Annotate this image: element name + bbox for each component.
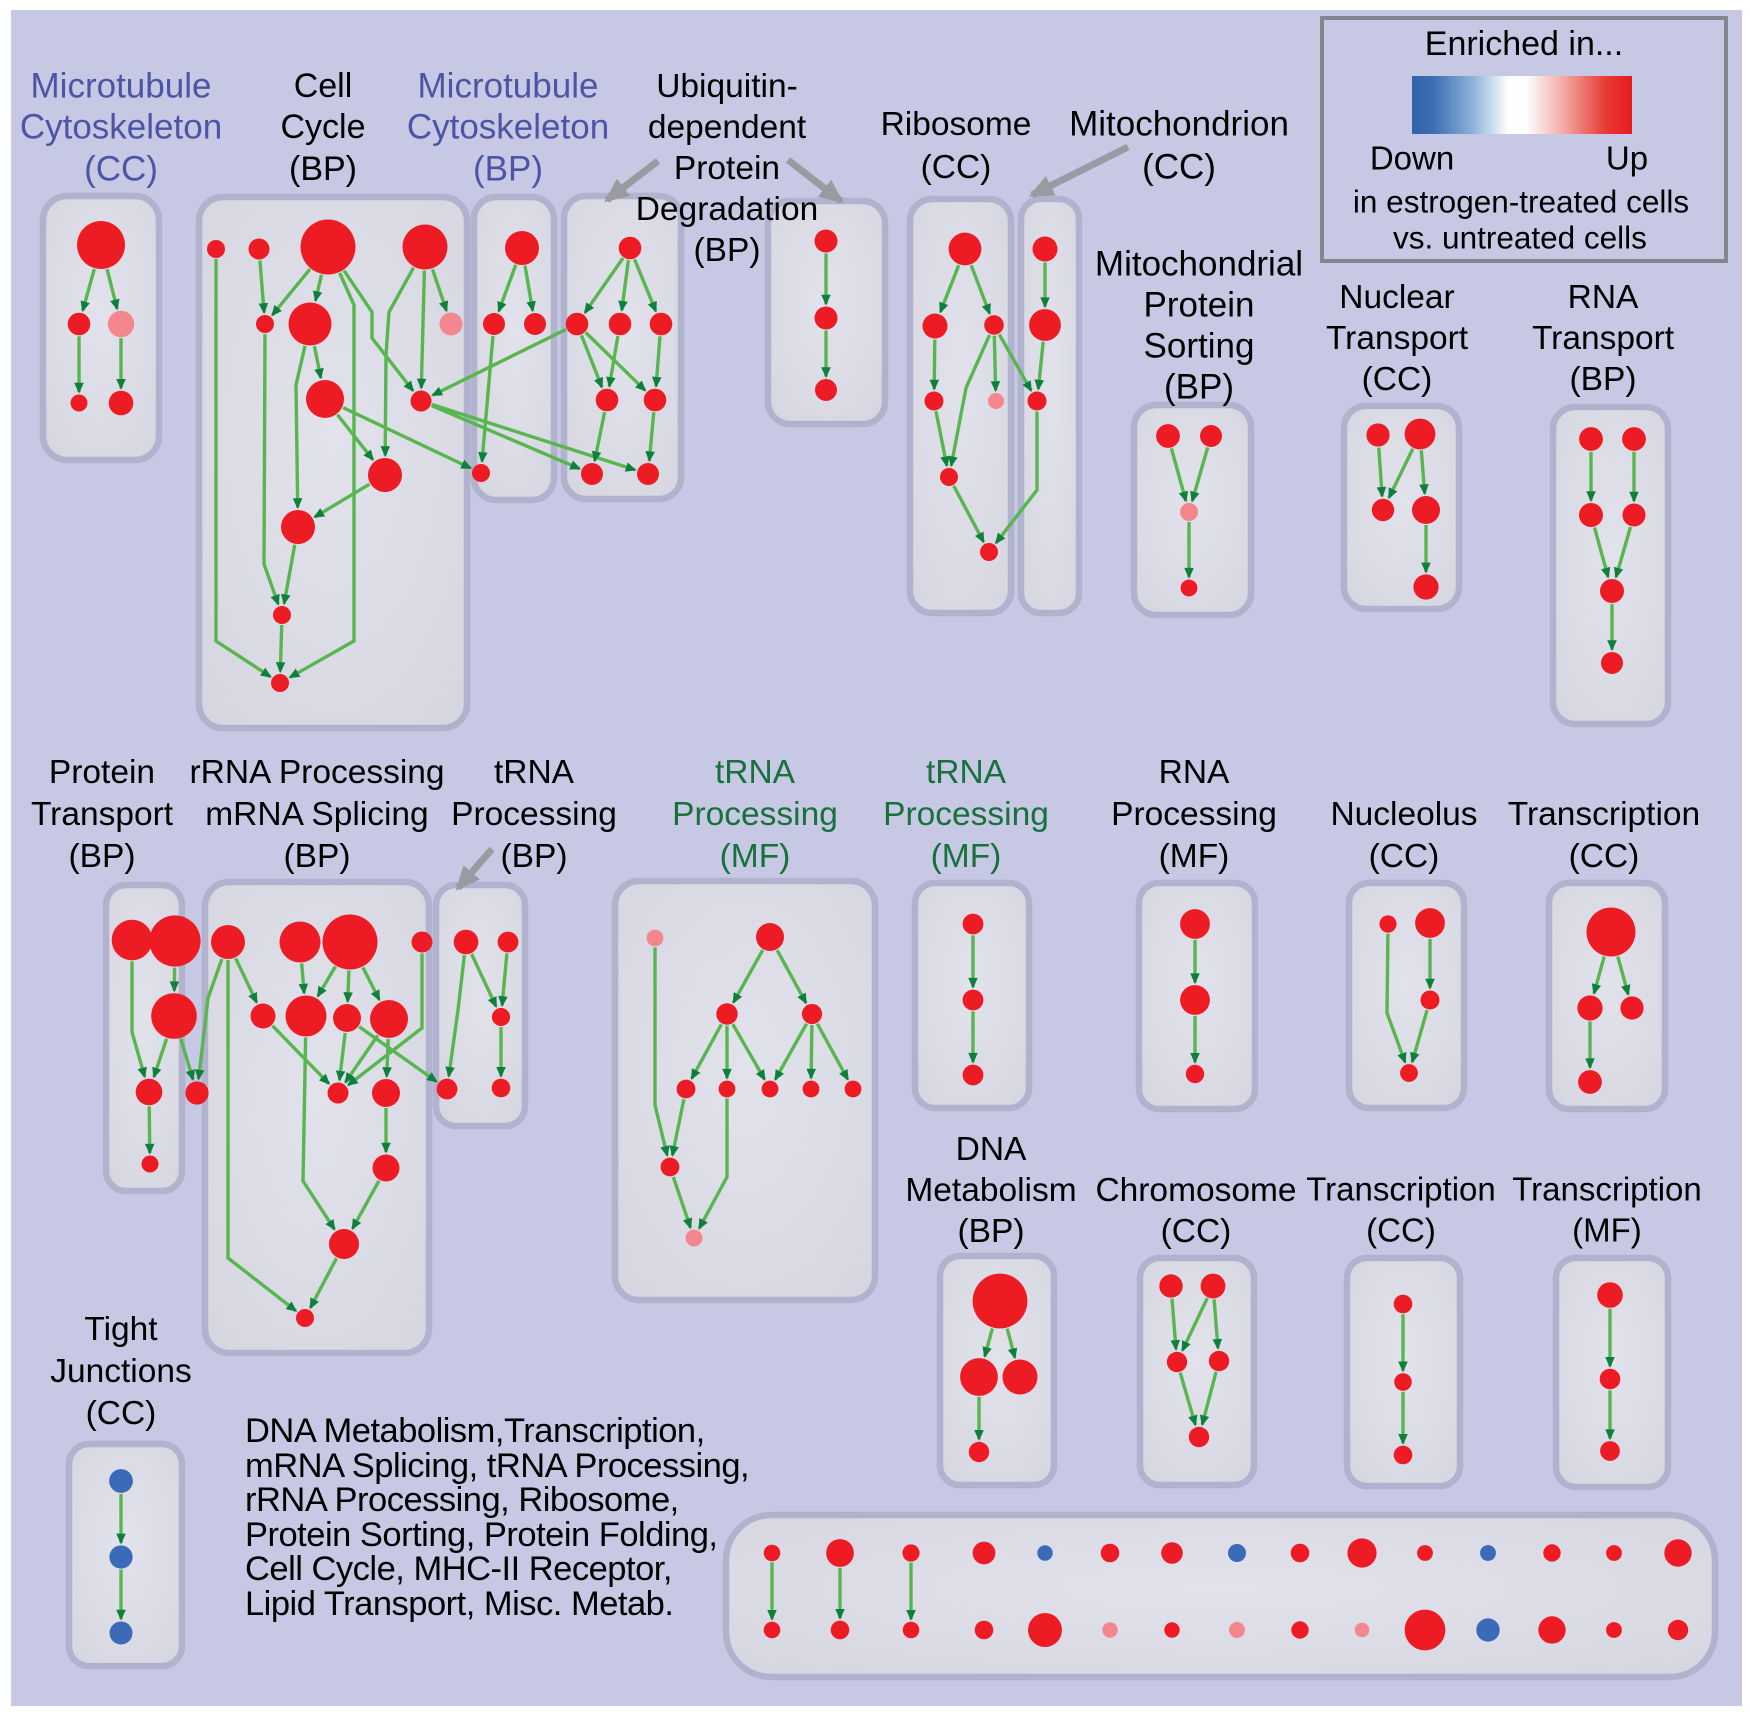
- svg-text:(CC): (CC): [86, 1395, 157, 1432]
- svg-text:mRNA Splicing: mRNA Splicing: [205, 796, 428, 833]
- svg-text:Processing: Processing: [451, 796, 617, 833]
- svg-text:Down: Down: [1370, 140, 1454, 177]
- svg-text:Nucleolus: Nucleolus: [1330, 796, 1477, 833]
- svg-text:Cell: Cell: [294, 67, 353, 105]
- svg-text:(BP): (BP): [473, 149, 543, 188]
- svg-text:Ribosome: Ribosome: [881, 106, 1032, 143]
- svg-text:Degradation: Degradation: [636, 191, 819, 228]
- svg-text:rRNA Processing, Ribosome,: rRNA Processing, Ribosome,: [245, 1481, 679, 1519]
- svg-text:(CC): (CC): [1362, 361, 1433, 398]
- svg-text:dependent: dependent: [648, 109, 807, 146]
- svg-text:mRNA Splicing, tRNA Processing: mRNA Splicing, tRNA Processing,: [245, 1447, 749, 1485]
- svg-text:(CC): (CC): [921, 149, 992, 186]
- svg-text:(CC): (CC): [84, 149, 158, 188]
- svg-text:Tight: Tight: [84, 1311, 158, 1348]
- svg-text:Chromosome: Chromosome: [1095, 1172, 1296, 1209]
- svg-text:Mitochondrion: Mitochondrion: [1069, 104, 1289, 143]
- svg-text:Mitochondrial: Mitochondrial: [1095, 244, 1303, 283]
- svg-text:Microtubule: Microtubule: [418, 66, 599, 105]
- svg-text:RNA: RNA: [1159, 754, 1230, 791]
- svg-text:(BP): (BP): [284, 838, 351, 875]
- svg-text:Transport: Transport: [1326, 320, 1469, 357]
- svg-text:Transcription: Transcription: [1512, 1171, 1702, 1208]
- svg-text:Lipid Transport, Misc. Metab.: Lipid Transport, Misc. Metab.: [245, 1585, 673, 1623]
- svg-text:tRNA: tRNA: [494, 754, 575, 791]
- svg-text:tRNA: tRNA: [715, 754, 796, 791]
- svg-text:Microtubule: Microtubule: [31, 66, 212, 105]
- svg-text:(BP): (BP): [958, 1213, 1025, 1250]
- svg-text:Cell Cycle, MHC-II Receptor,: Cell Cycle, MHC-II Receptor,: [245, 1550, 672, 1588]
- svg-text:Transcription: Transcription: [1306, 1171, 1496, 1208]
- svg-text:Processing: Processing: [672, 796, 838, 833]
- svg-text:Sorting: Sorting: [1144, 326, 1255, 365]
- svg-text:Protein: Protein: [49, 754, 155, 791]
- svg-text:Enriched in...: Enriched in...: [1425, 25, 1623, 63]
- svg-text:(MF): (MF): [1572, 1212, 1642, 1249]
- svg-text:(BP): (BP): [1164, 367, 1234, 406]
- svg-text:(BP): (BP): [289, 150, 357, 188]
- svg-text:(BP): (BP): [1570, 361, 1637, 398]
- svg-text:(MF): (MF): [1159, 838, 1230, 875]
- svg-text:(BP): (BP): [694, 232, 761, 269]
- svg-text:Nuclear: Nuclear: [1339, 279, 1454, 316]
- svg-text:Transport: Transport: [31, 796, 174, 833]
- svg-text:(CC): (CC): [1142, 147, 1216, 186]
- svg-text:Ubiquitin-: Ubiquitin-: [656, 68, 798, 105]
- svg-text:Protein Sorting, Protein Foldi: Protein Sorting, Protein Folding,: [245, 1516, 718, 1554]
- svg-text:Protein: Protein: [1144, 285, 1255, 324]
- svg-text:vs. untreated cells: vs. untreated cells: [1393, 219, 1647, 255]
- svg-text:Cytoskeleton: Cytoskeleton: [20, 107, 222, 146]
- svg-text:Cytoskeleton: Cytoskeleton: [407, 107, 609, 146]
- svg-text:Protein: Protein: [674, 150, 780, 187]
- svg-text:Junctions: Junctions: [50, 1353, 192, 1390]
- svg-text:DNA: DNA: [956, 1131, 1027, 1168]
- svg-text:(BP): (BP): [69, 838, 136, 875]
- svg-text:in estrogen-treated cells: in estrogen-treated cells: [1353, 183, 1689, 219]
- svg-text:DNA Metabolism,Transcription,: DNA Metabolism,Transcription,: [245, 1412, 705, 1450]
- svg-text:Transport: Transport: [1532, 320, 1675, 357]
- svg-text:RNA: RNA: [1568, 279, 1639, 316]
- svg-text:(BP): (BP): [501, 838, 568, 875]
- svg-text:Processing: Processing: [883, 796, 1049, 833]
- svg-text:Up: Up: [1606, 140, 1648, 177]
- svg-text:Metabolism: Metabolism: [905, 1172, 1076, 1209]
- svg-text:(CC): (CC): [1569, 838, 1640, 875]
- svg-text:(CC): (CC): [1161, 1213, 1232, 1250]
- svg-text:(CC): (CC): [1369, 838, 1440, 875]
- svg-text:Transcription: Transcription: [1508, 796, 1700, 833]
- svg-text:(MF): (MF): [720, 838, 791, 875]
- svg-text:(MF): (MF): [931, 838, 1002, 875]
- svg-text:Cycle: Cycle: [280, 108, 365, 146]
- svg-text:(CC): (CC): [1366, 1212, 1436, 1249]
- svg-text:tRNA: tRNA: [926, 754, 1007, 791]
- svg-text:rRNA Processing: rRNA Processing: [189, 754, 444, 791]
- svg-text:Processing: Processing: [1111, 796, 1277, 833]
